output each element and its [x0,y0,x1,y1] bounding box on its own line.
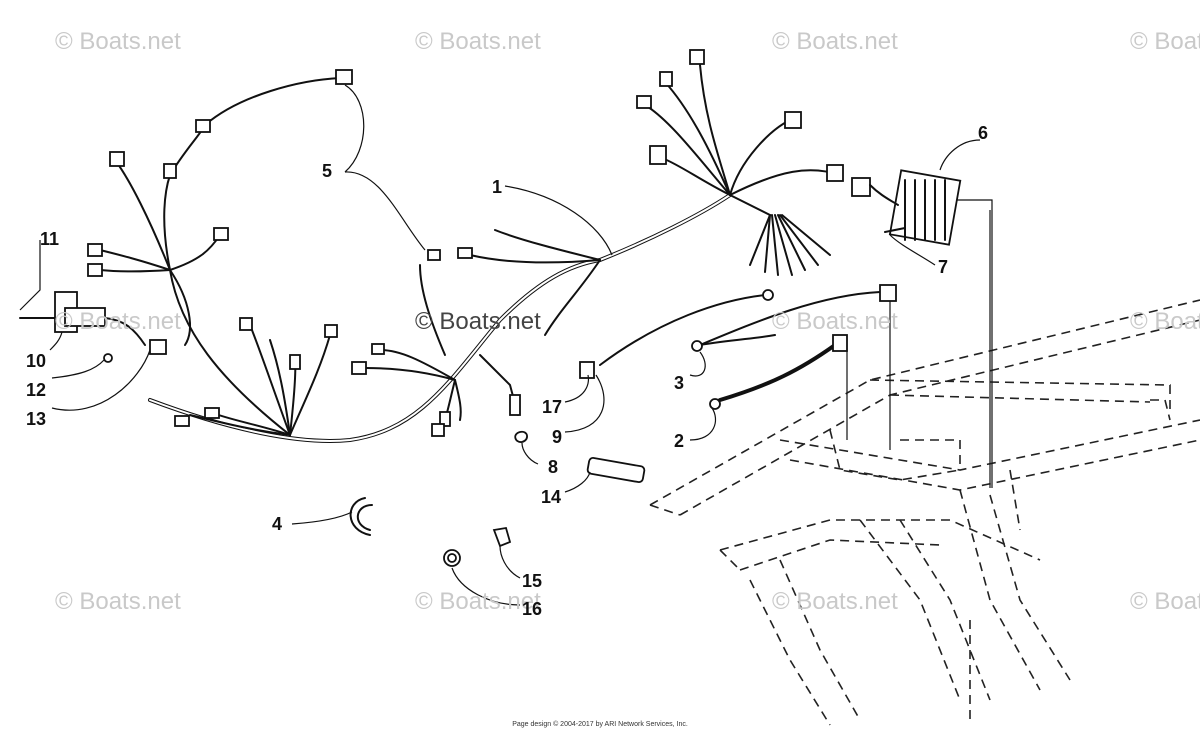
callout-17: 17 [542,397,563,417]
callout-5: 5 [322,161,333,181]
callout-4: 4 [272,514,283,534]
watermark: © Boats.net [1130,28,1200,55]
watermark: © Boats.net [1130,308,1200,335]
callout-1: 1 [492,177,503,197]
callout-12: 12 [26,380,47,400]
page-footer: Page design © 2004-2017 by ARI Network S… [512,721,688,728]
chassis-frame-outline [649,299,1200,726]
callout-3: 3 [674,373,685,393]
voltage-regulator [869,169,962,246]
callout-14: 14 [541,487,562,507]
callout-13: 13 [26,409,47,429]
callout-9: 9 [552,427,563,447]
callout-2: 2 [674,431,685,451]
watermark: © Boats.net [415,588,541,615]
mounting-drop-lines [846,199,993,488]
watermark: © Boats.net [772,28,898,55]
separate-cables [579,284,897,410]
callout-8: 8 [548,457,559,477]
callout-7: 7 [938,257,949,277]
watermark: © Boats.net [55,308,181,335]
watermark: © Boats.net [415,28,541,55]
watermark: © Boats.net [55,28,181,55]
key-switch-assembly [19,291,146,363]
watermark: © Boats.net [772,308,898,335]
callout-10: 10 [26,351,47,371]
watermark: © Boats.net [55,588,181,615]
callout-15: 15 [522,571,543,591]
watermark: © Boats.net [772,588,898,615]
watermark: © Boats.net [415,308,541,335]
callout-11: 11 [40,229,60,249]
callout-6: 6 [978,123,989,143]
watermark: © Boats.net [1130,588,1200,615]
small-parts [349,354,646,567]
callout-16: 16 [522,599,543,619]
harness-connectors [87,49,871,437]
callout-leader-lines [19,84,981,606]
